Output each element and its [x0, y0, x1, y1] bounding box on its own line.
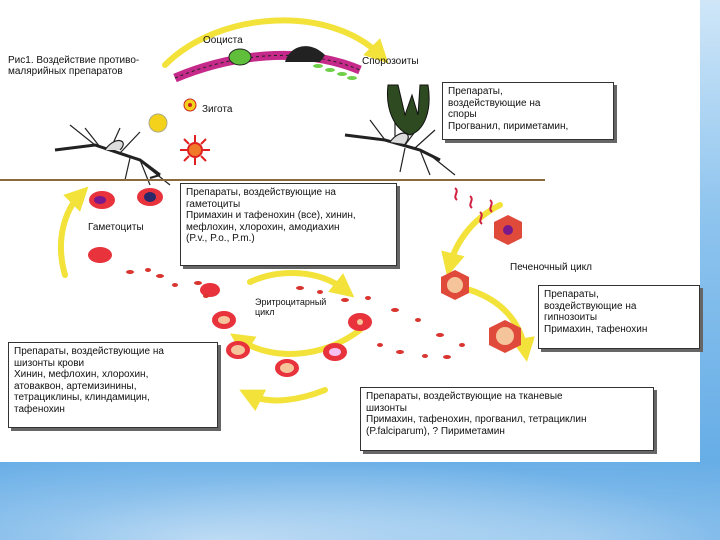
sporozoite-mass-icon: [285, 46, 325, 62]
arrow-right-loop: [467, 287, 535, 362]
oocyst-label: Ооциста: [203, 35, 243, 46]
injected-sporozoites: [454, 187, 493, 225]
zygote-label: Зигота: [202, 104, 233, 115]
hepatocyte-cells: [441, 215, 522, 353]
box-gametocytes-heading: Препараты, воздействующие на гаметоциты: [186, 187, 336, 210]
merozoite-dots: [126, 268, 465, 359]
sporozoites-label: Спорозоиты: [362, 56, 419, 67]
oocyst-icon: [228, 48, 252, 66]
box-gametocytes: Препараты, воздействующие на гаметоциты …: [180, 183, 397, 266]
ookinete-icon: [148, 113, 168, 133]
box-blood-schizonts-heading: Препараты, воздействующие на шизонты кро…: [14, 346, 164, 369]
box-blood-schizonts-drugs: Хинин, мефлохин, хлорохин, атоваквон, ар…: [14, 369, 150, 415]
box-spores: Препараты, воздействующие на споры Прогв…: [442, 82, 614, 140]
gametocyte-cells: [88, 188, 163, 263]
box-hypnozoites: Препараты, воздействующие на гипнозоиты …: [538, 285, 700, 349]
box-tissue-schizonts-heading: Препараты, воздействующие на тканевые ши…: [366, 391, 563, 414]
erythrocyte-cells: [200, 283, 372, 377]
arrow-liver-down: [441, 202, 503, 277]
salivary-gland-icon: [386, 84, 430, 136]
box-spores-heading: Препараты, воздействующие на споры: [448, 86, 541, 120]
arrow-erythro-top: [247, 270, 355, 298]
arrow-top: [162, 17, 389, 68]
sporozoites-icon: [313, 64, 357, 80]
box-gametocytes-drugs: Примахин и тафенохин (все), хинин, мефло…: [186, 210, 356, 244]
liver-cycle-label: Печеночный цикл: [510, 262, 592, 273]
gametocytes-label: Гаметоциты: [88, 222, 144, 233]
box-blood-schizonts: Препараты, воздействующие на шизонты кро…: [8, 342, 218, 428]
arrow-bottom: [239, 387, 328, 412]
erythrocytic-cycle-label: Эритроцитарный цикл: [255, 297, 327, 317]
box-hypnozoites-drugs: Примахин, тафенохин: [544, 323, 648, 335]
microgamete-icon: [180, 135, 210, 165]
arrow-erythro-bottom: [230, 327, 363, 357]
box-tissue-schizonts-drugs: Примахин, тафенохин, прогванил, тетрацик…: [366, 414, 587, 437]
erythrocyte-parasites: [218, 316, 363, 373]
box-spores-drugs: Прогванил, пириметамин,: [448, 120, 569, 132]
figure-caption: Рис1. Воздействие противо- малярийных пр…: [8, 55, 140, 77]
box-hypnozoites-heading: Препараты, воздействующие на гипнозоиты: [544, 289, 637, 323]
arrow-left-up: [57, 186, 89, 278]
slide-canvas: Рис1. Воздействие противо- малярийных пр…: [0, 0, 700, 462]
diagram-artwork: [0, 17, 545, 412]
gut-wall: [173, 50, 362, 83]
box-tissue-schizonts: Препараты, воздействующие на тканевые ши…: [360, 387, 654, 451]
cycle-arrows: [57, 17, 535, 412]
mosquito-left-icon: [54, 124, 171, 186]
